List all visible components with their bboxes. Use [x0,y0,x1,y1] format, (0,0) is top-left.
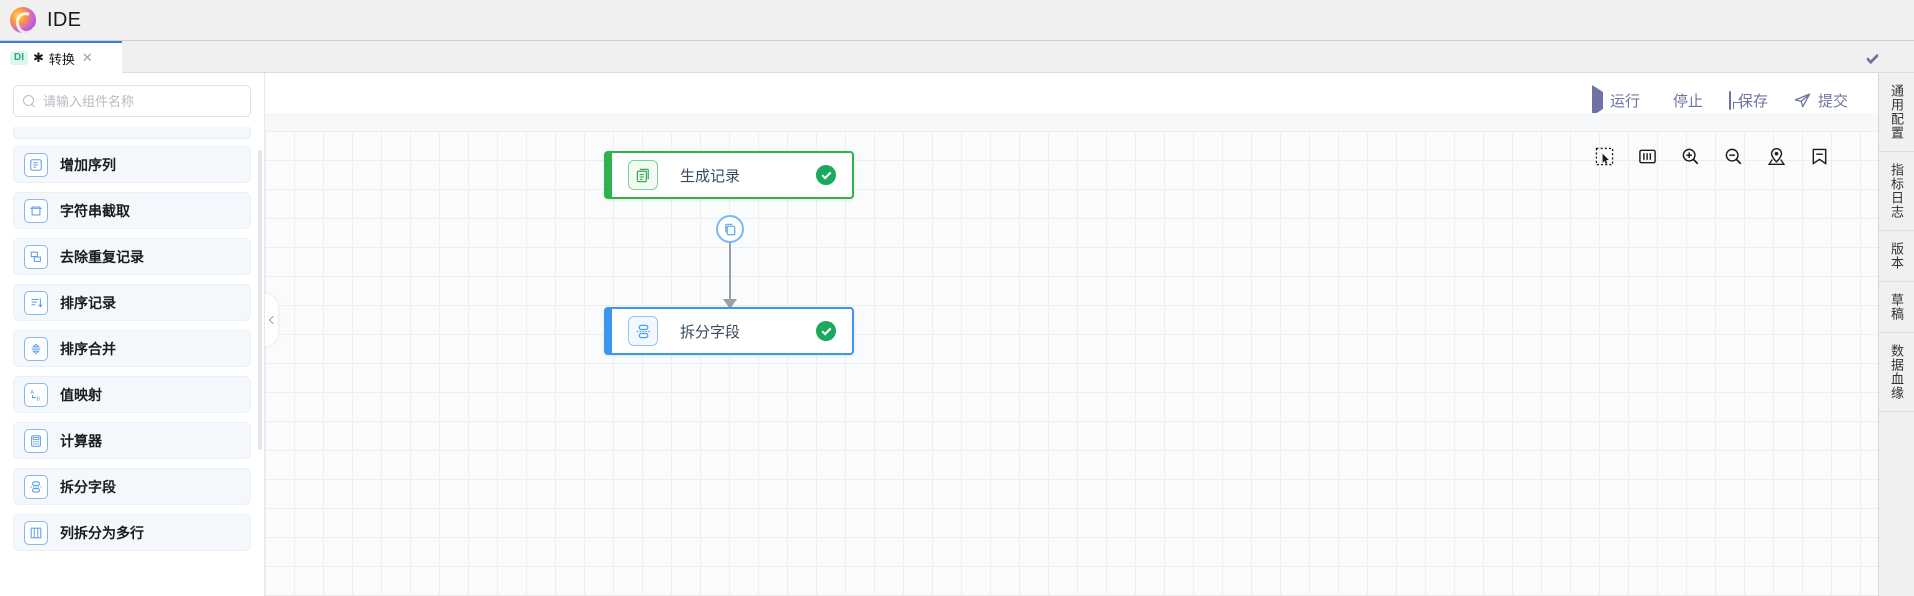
component-item-2[interactable]: 字符串截取 [13,192,251,229]
status-badge-success [816,321,836,341]
edge-arrow [723,299,737,309]
editor-action-bar: 运行 停止 保存 提交 [1591,84,1848,116]
swirl-logo-icon [10,7,36,33]
split-field-icon [628,316,658,346]
component-item-9[interactable]: 列拆分为多行 [13,514,251,551]
locate-pin-icon[interactable] [1765,145,1787,167]
component-item-8[interactable]: 拆分字段 [13,468,251,505]
component-item-7[interactable]: 计算器 [13,422,251,459]
sidebar-scrollbar[interactable] [258,150,262,450]
rail-item-3[interactable]: 版本 [1879,231,1914,282]
status-badge-success [816,165,836,185]
component-item-1[interactable]: 增加序列 [13,146,251,183]
dedupe-icon [24,244,48,269]
substring-icon [24,198,48,223]
search-input[interactable] [43,93,241,109]
canvas-top-strip [265,113,1878,131]
rail-item-5[interactable]: 数据血缘 [1879,333,1914,412]
marquee-select-icon[interactable] [1593,145,1615,167]
add-sequence-icon [24,152,48,177]
zoom-out-icon[interactable] [1722,145,1744,167]
svg-text:A: A [30,390,34,396]
svg-text:B: B [36,396,40,402]
sidebar-collapse-handle[interactable] [265,294,278,346]
tab-type-badge: DI [10,51,28,65]
sort-rows-icon [24,290,48,315]
action-label: 停止 [1672,93,1703,110]
save-icon [1728,90,1731,110]
tab-label: 转换 [48,51,75,67]
component-item-3[interactable]: 去除重复记录 [13,238,251,275]
action-label: 提交 [1817,93,1848,110]
zoom-in-icon[interactable] [1679,145,1701,167]
tab-unsaved-indicator: ✱ [33,50,44,65]
component-item-label: 拆分字段 [60,478,116,495]
component-item-label: 排序合并 [60,340,116,357]
component-item-label: 计算器 [60,432,102,449]
component-item-label: 排序记录 [60,294,116,311]
component-item-label: 增加序列 [60,156,116,173]
double-chevron-down-icon[interactable] [1860,45,1884,69]
search-box[interactable] [13,85,251,117]
bookmark-icon[interactable] [1808,145,1830,167]
node-generate-records[interactable]: 生成记录 [604,151,854,199]
component-item-5[interactable]: 排序合并 [13,330,251,367]
node-split-field[interactable]: 拆分字段 [604,307,854,355]
action-submit-send-button[interactable]: 提交 [1794,90,1848,111]
canvas-toolbar [1593,145,1830,167]
action-label: 运行 [1609,93,1640,110]
split-column-to-rows-icon [24,520,48,545]
component-item-label: 字符串截取 [60,202,130,219]
generate-records-icon [628,160,658,190]
title-bar: IDE [0,0,1914,41]
action-label: 保存 [1737,93,1768,110]
node-label: 生成记录 [680,167,741,185]
component-item-label: 值映射 [60,386,102,403]
node-label: 拆分字段 [680,323,741,341]
component-item-label: 列拆分为多行 [60,524,144,541]
split-field-icon [24,474,48,499]
rail-item-1[interactable]: 通用配置 [1879,73,1914,152]
component-item-label: 去除重复记录 [60,248,144,265]
submit-send-icon [1794,93,1811,108]
search-container [0,73,264,123]
action-save-button[interactable]: 保存 [1728,90,1768,111]
action-play-button[interactable]: 运行 [1591,84,1640,116]
sidebar-divider [264,73,265,596]
flow-canvas[interactable]: 生成记录 拆分字段 [265,131,1878,596]
action-stop-button[interactable]: 停止 [1666,90,1703,111]
play-icon [1591,84,1603,116]
merge-sort-icon [24,336,48,361]
fit-to-view-icon[interactable] [1636,145,1658,167]
edge-line [729,227,731,302]
copy-records-icon[interactable] [716,215,744,243]
rail-item-4[interactable]: 草稿 [1879,282,1914,333]
calculator-icon [24,428,48,453]
close-icon[interactable]: ✕ [81,50,93,65]
tab-strip: DI ✱ 转换 ✕ [0,41,1914,73]
list-item-partial-above [13,127,251,139]
component-item-4[interactable]: 排序记录 [13,284,251,321]
tab-zhuanhuan[interactable]: DI ✱ 转换 ✕ [0,41,122,73]
search-icon [23,94,36,108]
app-title: IDE [47,8,82,31]
rail-item-2[interactable]: 指标日志 [1879,152,1914,231]
right-panel-rail: 通用配置指标日志版本草稿数据血缘 [1878,73,1914,596]
